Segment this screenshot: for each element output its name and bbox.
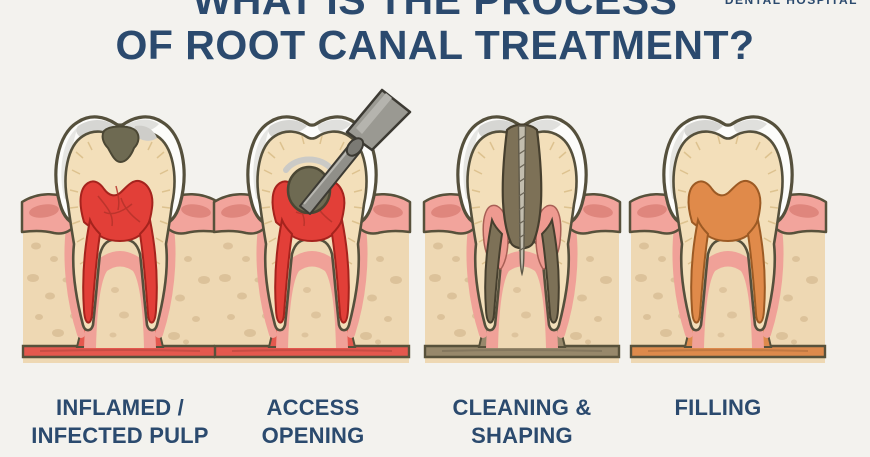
- tooth-with-root-canal-file-illustration: [422, 115, 622, 363]
- tooth-with-inflamed-infected-pulp-illustration: [20, 115, 220, 363]
- stage-3-label-line1: CLEANING &: [452, 395, 592, 420]
- stage-2-label-line1: ACCESS: [266, 395, 360, 420]
- stage-3-label: CLEANING & SHAPING: [402, 394, 642, 450]
- tooth-with-dental-drill-illustration: [212, 85, 412, 363]
- page-title-line1: WHAT IS THE PROCESS: [192, 0, 678, 23]
- stage-4-label-line1: FILLING: [674, 395, 762, 420]
- tooth-with-orange-filling-illustration: [628, 115, 828, 363]
- stage-2-label-line2: OPENING: [261, 423, 365, 448]
- stage-1-label: INFLAMED / INFECTED PULP: [0, 394, 240, 450]
- page-title: WHAT IS THE PROCESS OF ROOT CANAL TREATM…: [0, 0, 870, 68]
- page-title-line2: OF ROOT CANAL TREATMENT?: [115, 22, 755, 68]
- stage-1-label-line2: INFECTED PULP: [31, 423, 209, 448]
- stage-2-label: ACCESS OPENING: [193, 394, 433, 450]
- brand-logo-text: DENTAL HOSPITAL: [724, 0, 858, 7]
- stage-1-label-line1: INFLAMED /: [56, 395, 184, 420]
- endodontic-file-icon: [517, 125, 527, 275]
- stage-4-label: FILLING: [598, 394, 838, 422]
- stage-3-label-line2: SHAPING: [471, 423, 573, 448]
